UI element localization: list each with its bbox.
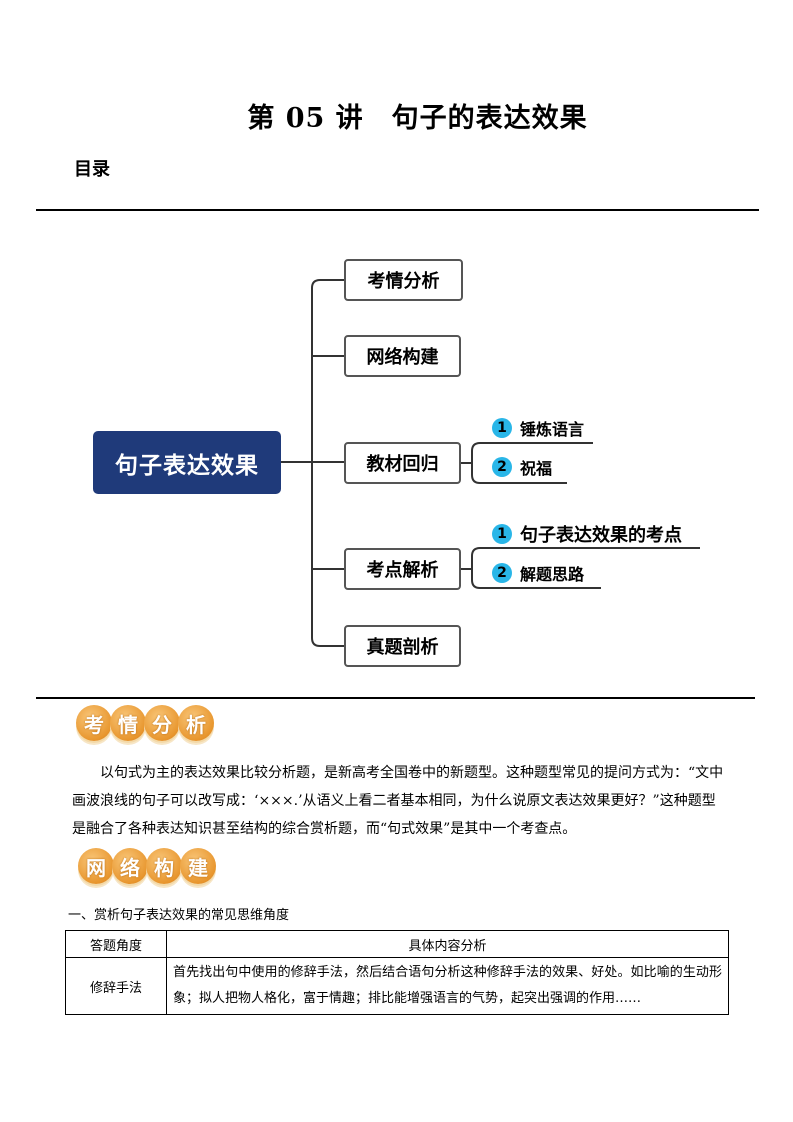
mindmap-connectors: [281, 279, 700, 647]
badge-char: 网: [78, 848, 114, 884]
section-badge-kaoqing: 考 情 分 析: [76, 705, 214, 741]
leaf-label: 句子表达效果的考点: [520, 525, 682, 546]
table-row: 修辞手法 首先找出句中使用的修辞手法，然后结合语句分析这种修辞手法的效果、好处。…: [65, 957, 729, 1015]
intro-paragraph: 以句式为主的表达效果比较分析题，是新高考全国卷中的新题型。这种题型常见的提问方式…: [72, 765, 724, 837]
number-badge: 2: [492, 563, 512, 583]
badge-char: 析: [178, 705, 214, 741]
badge-char: 建: [180, 848, 216, 884]
badge-char: 考: [76, 705, 112, 741]
table-header-row: 答题角度 具体内容分析: [65, 930, 729, 958]
node-jiaocai: 教材回归: [344, 442, 461, 484]
leaf-label: 解题思路: [520, 565, 585, 584]
analysis-table: 答题角度 具体内容分析 修辞手法 首先找出句中使用的修辞手法，然后结合语句分析这…: [65, 930, 729, 1015]
mindmap-root: 句子表达效果: [93, 431, 281, 494]
leaf-kaodian-1: 1 句子表达效果的考点: [492, 521, 682, 547]
leaf-kaodian-2: 2 解题思路: [492, 561, 584, 585]
badge-char: 分: [144, 705, 180, 741]
badge-char: 络: [112, 848, 148, 884]
number-badge: 1: [492, 524, 512, 544]
node-kaoqing: 考情分析: [344, 259, 463, 301]
leaf-jiaocai-1: 1 锤炼语言: [492, 416, 584, 440]
number-badge: 1: [492, 418, 512, 438]
table-header-cell: 具体内容分析: [166, 930, 729, 958]
number-badge: 2: [492, 457, 512, 477]
badge-char: 情: [110, 705, 146, 741]
toc-label: 目录: [74, 159, 110, 180]
section-badge-wangluo: 网 络 构 建: [78, 848, 216, 884]
top-divider: [36, 209, 759, 211]
leaf-label: 祝福: [520, 459, 553, 478]
table-cell: 首先找出句中使用的修辞手法，然后结合语句分析这种修辞手法的效果、好处。如比喻的生…: [166, 957, 729, 1015]
leaf-label: 锤炼语言: [520, 420, 585, 439]
node-kaodian: 考点解析: [344, 548, 461, 590]
node-wangluo: 网络构建: [344, 335, 461, 377]
leaf-jiaocai-2: 2 祝福: [492, 455, 552, 479]
section-subheading: 一、赏析句子表达效果的常见思维角度: [68, 908, 290, 923]
table-header-cell: 答题角度: [65, 930, 167, 958]
middle-divider: [36, 697, 755, 699]
page-title: 第 05 讲 句子的表达效果: [247, 103, 588, 134]
badge-char: 构: [146, 848, 182, 884]
node-zhenti: 真题剖析: [344, 625, 461, 667]
table-cell: 修辞手法: [65, 957, 167, 1015]
